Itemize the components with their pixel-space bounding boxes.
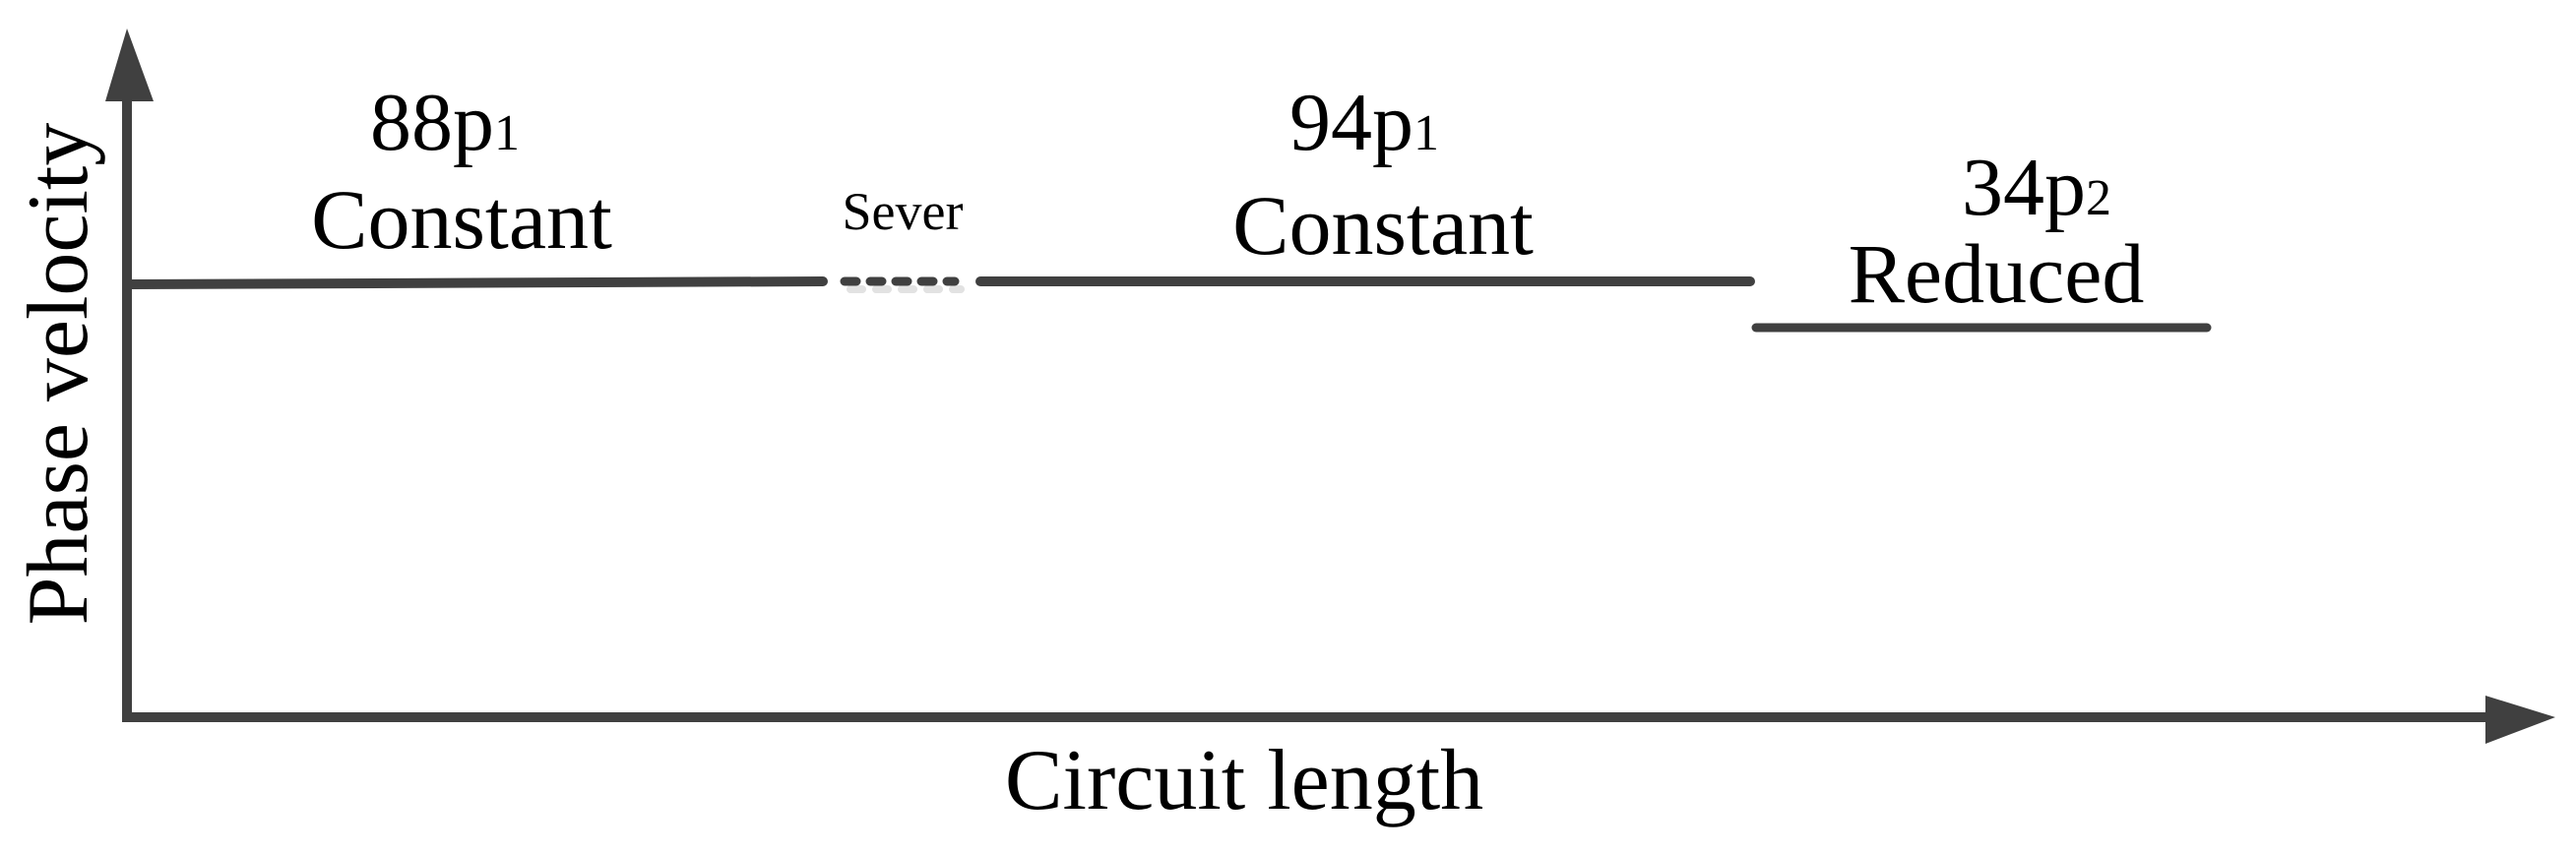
- section-3-label: 34p2 Reduced: [1849, 142, 2145, 321]
- y-axis-arrow-icon: [105, 29, 154, 101]
- section-2-label: 94p1 Constant: [1232, 77, 1534, 273]
- section-2-count-label: 94p1: [1289, 77, 1439, 168]
- section-3-count-label: 34p2: [1962, 142, 2111, 233]
- section-1-line: [127, 276, 828, 289]
- y-axis: [105, 29, 154, 722]
- sever-label: Sever: [843, 182, 964, 241]
- section-1-type-label: Constant: [311, 172, 612, 267]
- x-axis: [122, 696, 2555, 744]
- section-1-count-label: 88p1: [370, 77, 520, 168]
- x-axis-arrow-icon: [2485, 696, 2555, 744]
- y-axis-title: Phase velocity: [11, 123, 106, 626]
- section-1-label: 88p1 Constant: [311, 77, 612, 267]
- section-2-type-label: Constant: [1232, 178, 1534, 273]
- x-axis-title: Circuit length: [1005, 733, 1483, 828]
- section-3-type-label: Reduced: [1849, 226, 2145, 321]
- sever-segment: [840, 276, 965, 293]
